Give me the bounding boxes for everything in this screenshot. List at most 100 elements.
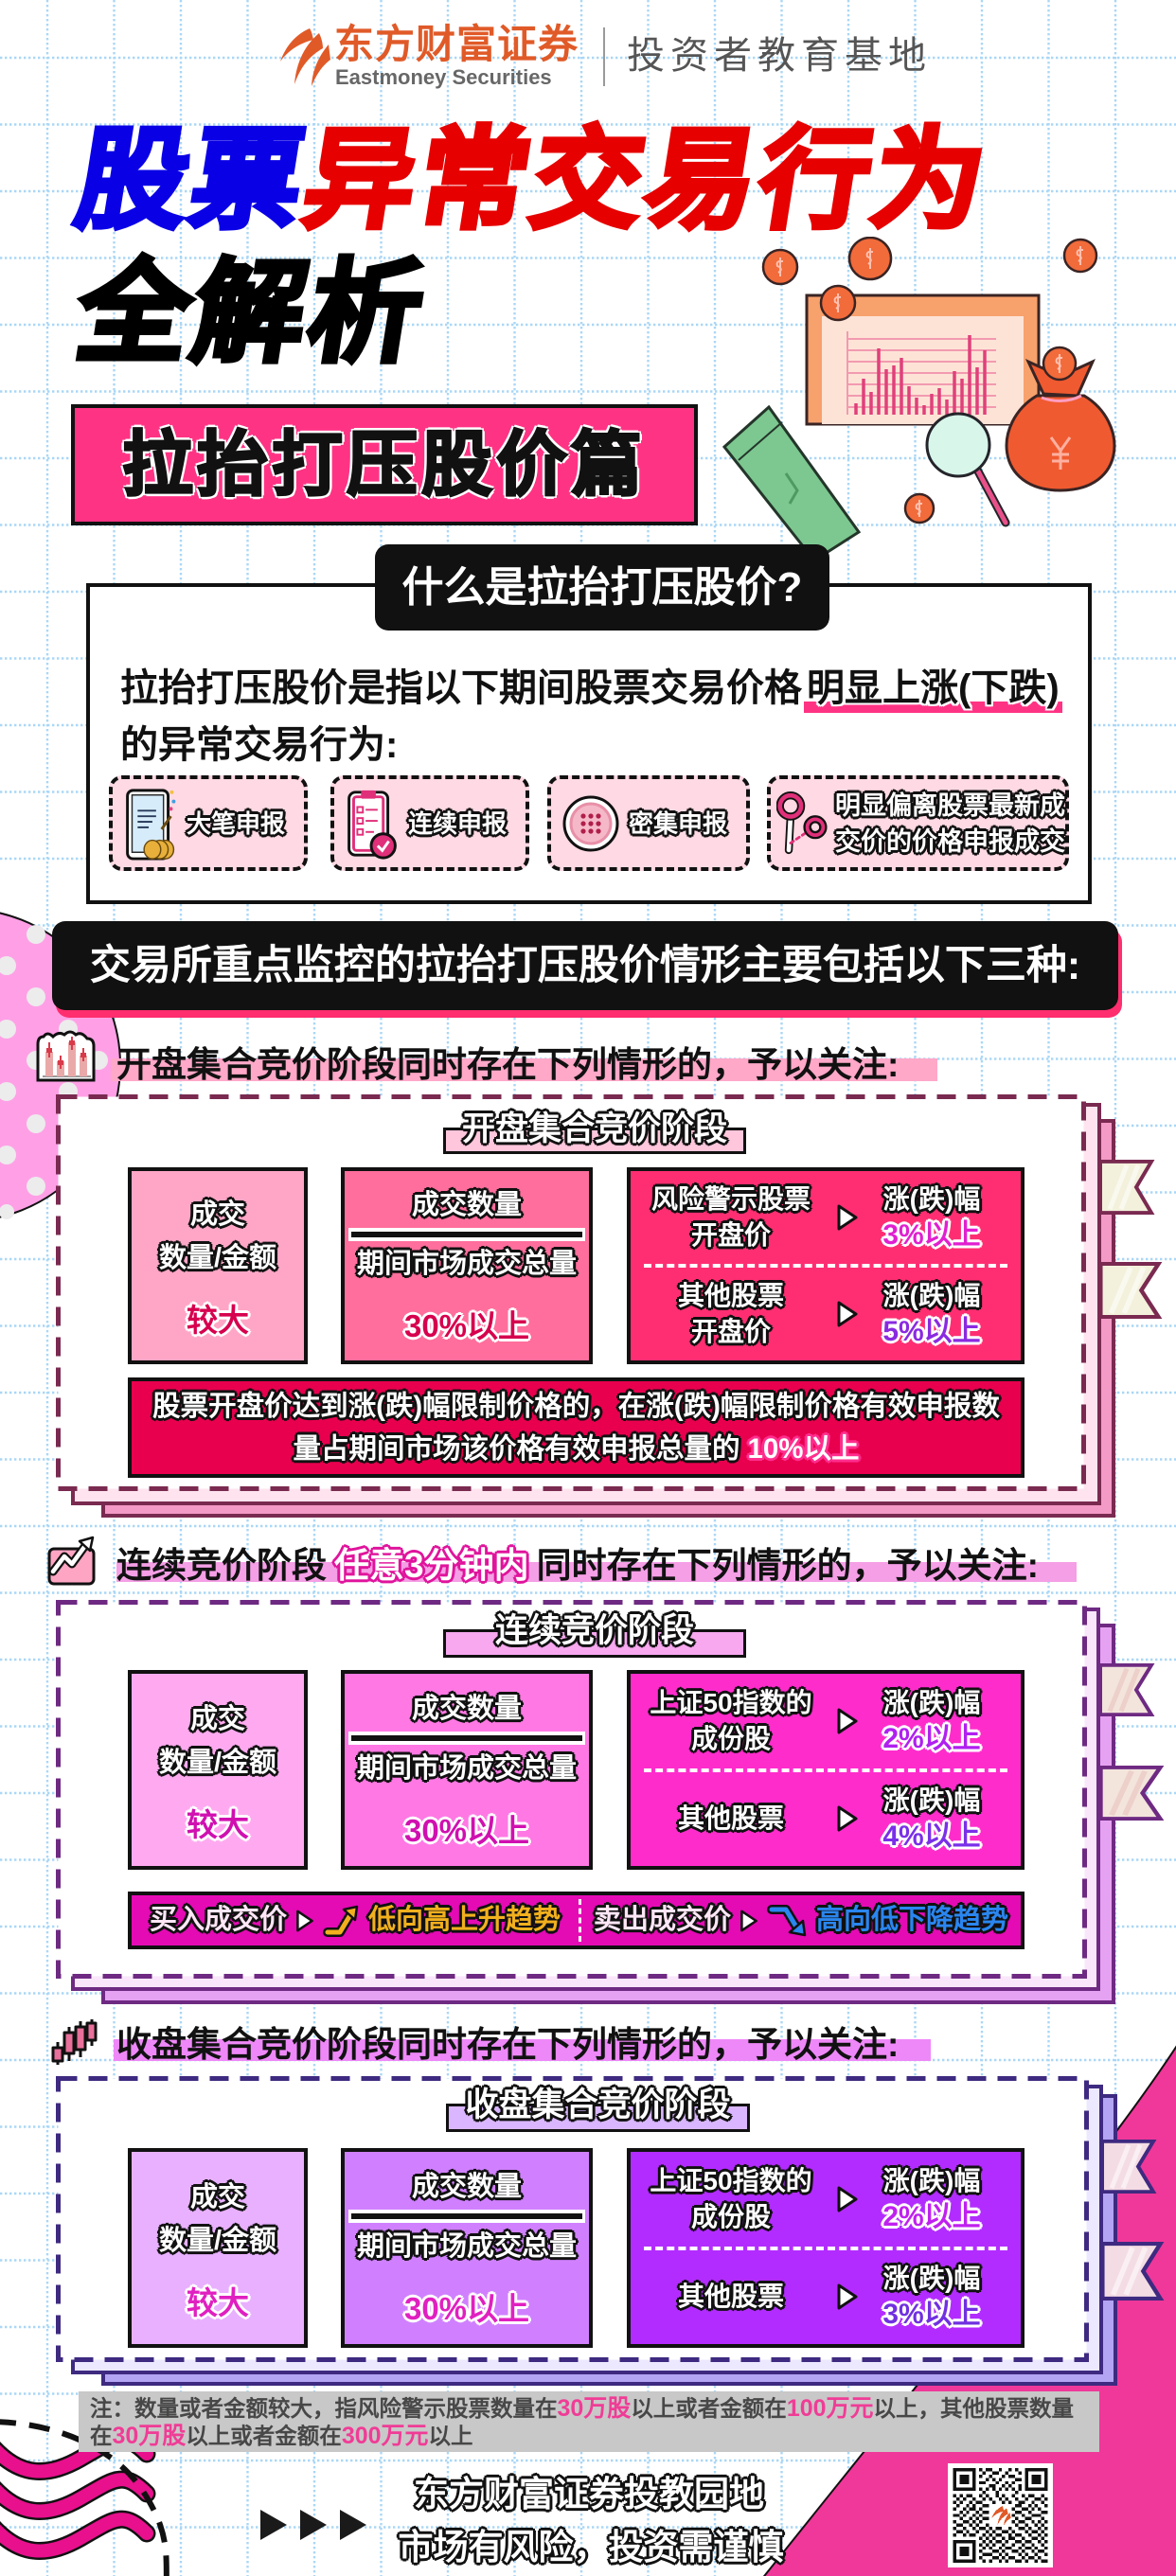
play-arrow-icon <box>837 2186 858 2212</box>
row-threshold: 3%以上 <box>882 2299 981 2331</box>
footnote-text: 以上或者金额在 <box>631 2396 787 2421</box>
fraction-divider <box>348 1732 585 1745</box>
row-label-line2: 开盘价 <box>690 1317 771 1346</box>
footnote-highlight: 30万股 <box>112 2423 187 2449</box>
finance-illustration <box>722 237 1116 562</box>
definition-text-line1: 拉抬打压股价是指以下期间股票交易价格明显上涨(下跌) <box>120 664 1062 713</box>
buy-trend-text: 低向高上升趋势 <box>368 1905 561 1935</box>
behavior-label: 密集申报 <box>629 808 728 838</box>
magnifier-icon <box>925 412 1010 527</box>
section-header: 连续竞价阶段任意3分钟内同时存在下列情形的，予以关注: <box>116 1544 1039 1587</box>
row-label: 上证50指数的 成份股 <box>631 2163 831 2235</box>
ribbon-flag-icon <box>1098 1766 1165 1821</box>
ratio-denominator: 期间市场成交总量 <box>356 1753 577 1784</box>
qr-code-icon <box>953 2468 1048 2563</box>
row-separator <box>644 1768 1007 1772</box>
brand-divider <box>603 27 605 86</box>
behavior-label-line1: 明显偏离股票最新成 <box>835 791 1065 820</box>
row-separator <box>644 2246 1007 2250</box>
behavior-item-large-order: 大笔申报 <box>109 775 308 871</box>
section-header-post: 同时存在下列情形的，予以关注: <box>536 1546 1039 1585</box>
wave-lines-decor <box>0 2430 156 2560</box>
footer-risk-warning: 市场有风险，投资需谨慎 <box>398 2528 784 2567</box>
behavior-label-line2: 交价的价格申报成交 <box>835 826 1065 856</box>
cell-volume-ratio: 成交数量 期间市场成交总量 30%以上 <box>341 1670 593 1870</box>
ribbon-flag-icon <box>1098 1160 1155 1215</box>
sell-trend-text: 高向低下降趋势 <box>816 1905 1009 1935</box>
falling-trend-icon <box>767 1904 807 1936</box>
page-title: 股票异常交易行为 <box>66 114 1000 246</box>
cell-price-change: 上证50指数的 成份股 涨(跌)幅 2%以上 其他股票 涨(跌)幅 3%以上 <box>627 2148 1025 2348</box>
row-value: 涨(跌)幅 2%以上 <box>860 2163 1021 2235</box>
behavior-item-dense: 密集申报 <box>547 775 750 871</box>
row-metric: 涨(跌)幅 <box>882 2165 981 2195</box>
trade-price-trend-bar: 买入成交价 低向高上升趋势 卖出成交价 高向低下降趋势 <box>128 1892 1025 1949</box>
ribbon-flag-icon <box>1100 2140 1157 2194</box>
row-threshold: 4%以上 <box>882 1821 981 1853</box>
row-separator <box>644 1264 1007 1268</box>
row-label: 其他股票 <box>631 1801 831 1837</box>
cell-label: 成交 <box>189 2182 245 2212</box>
play-arrow-icon <box>837 1301 858 1327</box>
limit-price-line1: 股票开盘价达到涨(跌)幅限制价格的，在涨(跌)幅限制价格有效申报数 <box>152 1391 1000 1422</box>
cell-value: 较大 <box>187 1303 249 1338</box>
notebook-icon <box>722 404 862 562</box>
behavior-item-continuous: 连续申报 <box>330 775 529 871</box>
row-label-line1: 其他股票 <box>677 1281 784 1310</box>
subtitle-text: 拉抬打压股价篇 <box>121 424 647 506</box>
play-arrow-icon <box>837 2283 858 2310</box>
ratio-numerator: 成交数量 <box>411 2172 522 2202</box>
row-threshold: 5%以上 <box>882 1316 981 1347</box>
behavior-label-multiline: 明显偏离股票最新成 交价的价格申报成交 <box>835 788 1065 860</box>
footnote-highlight: 300万元 <box>341 2423 429 2449</box>
footnote-line: 注：数量或者金额较大，指风险警示股票数量在30万股以上或者金额在100万元以上，… <box>90 2395 1099 2423</box>
row-label-line2: 成份股 <box>690 2201 771 2231</box>
footnote-text: 在 <box>90 2424 113 2448</box>
row-label-line2: 开盘价 <box>690 1220 771 1250</box>
monitor-banner: 交易所重点监控的拉抬打压股价情形主要包括以下三种: <box>52 921 1118 1010</box>
dense-dots-icon <box>562 795 619 851</box>
header-highlight-bar <box>116 1562 1077 1582</box>
candlestick-icon <box>36 1030 96 1082</box>
row-value: 涨(跌)幅 5%以上 <box>860 1278 1021 1350</box>
price-change-row: 其他股票 开盘价 涨(跌)幅 5%以上 <box>631 1268 1021 1360</box>
price-deviation-icon <box>776 791 828 854</box>
stage-title-box <box>446 2104 750 2132</box>
row-value: 涨(跌)幅 3%以上 <box>860 2261 1021 2333</box>
row-value: 涨(跌)幅 2%以上 <box>860 1685 1021 1757</box>
chart-board-icon <box>805 293 1041 426</box>
row-label-line1: 风险警示股票 <box>650 1184 811 1214</box>
definition-heading: 什么是拉抬打压股价? <box>375 544 829 631</box>
section-header-pre: 连续竞价阶段 <box>116 1546 327 1585</box>
trend-up-chart-icon <box>47 1536 96 1586</box>
section-opening-auction: 开盘集合竞价阶段同时存在下列情形的，予以关注: 开盘集合竞价阶段 成交 数量/金… <box>0 1022 1176 1524</box>
brand-tagline: 投资者教育基地 <box>627 35 932 77</box>
row-label-line1: 上证50指数的 <box>650 1687 812 1717</box>
limit-price-text: 量占期间市场该价格有效申报总量的 <box>293 1433 740 1465</box>
cell-volume-ratio: 成交数量 期间市场成交总量 30%以上 <box>341 1167 593 1364</box>
sell-trend-group: 卖出成交价 高向低下降趋势 <box>581 1895 1021 1945</box>
stage-title: 开盘集合竞价阶段 <box>461 1110 727 1147</box>
row-metric: 涨(跌)幅 <box>882 1184 981 1214</box>
fraction-divider <box>348 1228 585 1241</box>
ribbon-flag-icon <box>1100 2242 1165 2301</box>
play-arrow-icon <box>837 1204 858 1231</box>
ratio-numerator: 成交数量 <box>411 1694 522 1724</box>
row-metric: 涨(跌)幅 <box>882 1785 981 1816</box>
title-blue-part: 股票 <box>66 116 318 244</box>
cell-value: 30%以上 <box>403 2291 530 2326</box>
footnote: 注：数量或者金额较大，指风险警示股票数量在30万股以上或者金额在100万元以上，… <box>79 2391 1099 2452</box>
cell-label: 数量/金额 <box>158 1243 277 1273</box>
page-title-line2: 全解析 <box>66 249 437 379</box>
cell-label: 数量/金额 <box>158 2226 277 2256</box>
row-metric: 涨(跌)幅 <box>882 2264 981 2294</box>
play-arrow-ic on <box>740 1910 757 1931</box>
brand-name-cn: 东方财富证券 <box>334 22 579 66</box>
play-arrow-icon <box>837 1805 858 1832</box>
section-header: 收盘集合竞价阶段同时存在下列情形的，予以关注: <box>116 2025 900 2064</box>
price-change-row: 其他股票 涨(跌)幅 4%以上 <box>631 1772 1021 1867</box>
brand-name-en: Eastmoney Securities <box>335 65 552 89</box>
definition-highlight: 明显上涨(下跌) <box>804 664 1062 713</box>
